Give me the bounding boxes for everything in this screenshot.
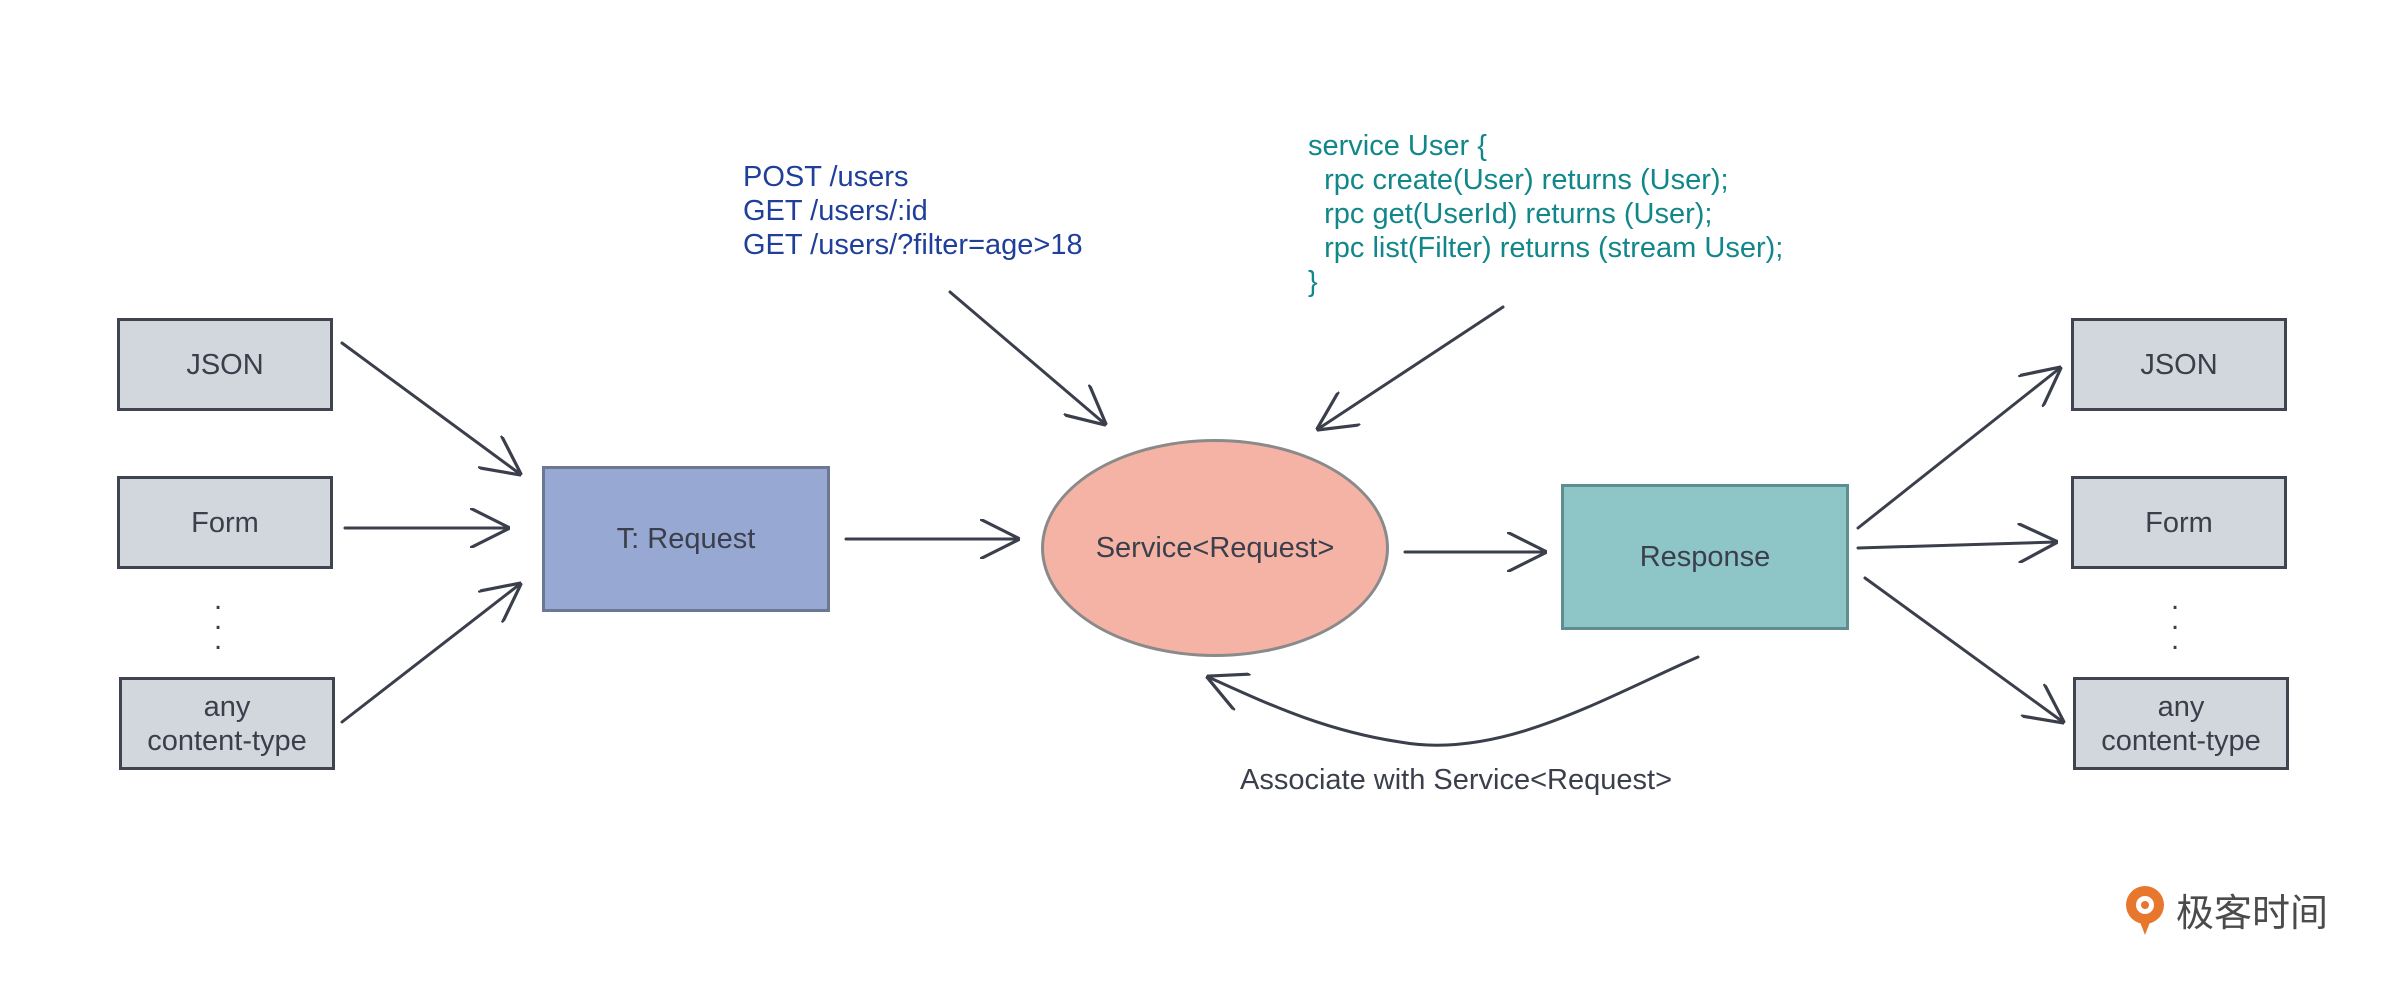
arrow-rpc-to-service	[1318, 305, 1505, 429]
geektime-logo-icon	[2126, 885, 2164, 935]
input-form-label: Form	[191, 506, 259, 539]
output-form-box: Form	[2071, 476, 2287, 569]
input-json-box: JSON	[117, 318, 333, 411]
brand-logo-text: 极客时间	[2176, 891, 2329, 935]
output-form-label: Form	[2145, 506, 2213, 539]
request-box: T: Request	[542, 466, 830, 612]
arrow-response-to-any	[1863, 576, 2063, 722]
rpc-service-note: service User { rpc create(User) returns …	[1308, 130, 1784, 298]
arrow-response-to-json	[1856, 368, 2060, 530]
response-box: Response	[1561, 484, 1849, 630]
output-ellipsis: . . .	[2170, 583, 2180, 656]
arrow-response-to-form	[1856, 542, 2056, 548]
input-any-label: any content-type	[147, 690, 307, 757]
output-any-box: any content-type	[2073, 677, 2289, 770]
arrow-response-back-to-service	[1208, 655, 1700, 747]
brand-logo: 极客时间	[2122, 882, 2328, 937]
request-label: T: Request	[616, 523, 756, 555]
service-ellipse: Service<Request>	[1041, 439, 1389, 657]
associate-label: Associate with Service<Request>	[1240, 764, 1672, 796]
response-label: Response	[1639, 541, 1771, 573]
output-json-label: JSON	[2140, 348, 2218, 381]
input-json-label: JSON	[186, 348, 264, 381]
arrow-rest-to-service	[948, 290, 1105, 424]
output-json-box: JSON	[2071, 318, 2287, 411]
arrow-json-to-request	[340, 341, 520, 474]
input-ellipsis: . . .	[213, 583, 223, 656]
arrow-any-to-request	[340, 584, 520, 724]
rest-routes-note: POST /users GET /users/:id GET /users/?f…	[743, 161, 1083, 261]
service-label: Service<Request>	[1095, 532, 1335, 564]
output-any-label: any content-type	[2101, 690, 2261, 757]
input-any-box: any content-type	[119, 677, 335, 770]
input-form-box: Form	[117, 476, 333, 569]
